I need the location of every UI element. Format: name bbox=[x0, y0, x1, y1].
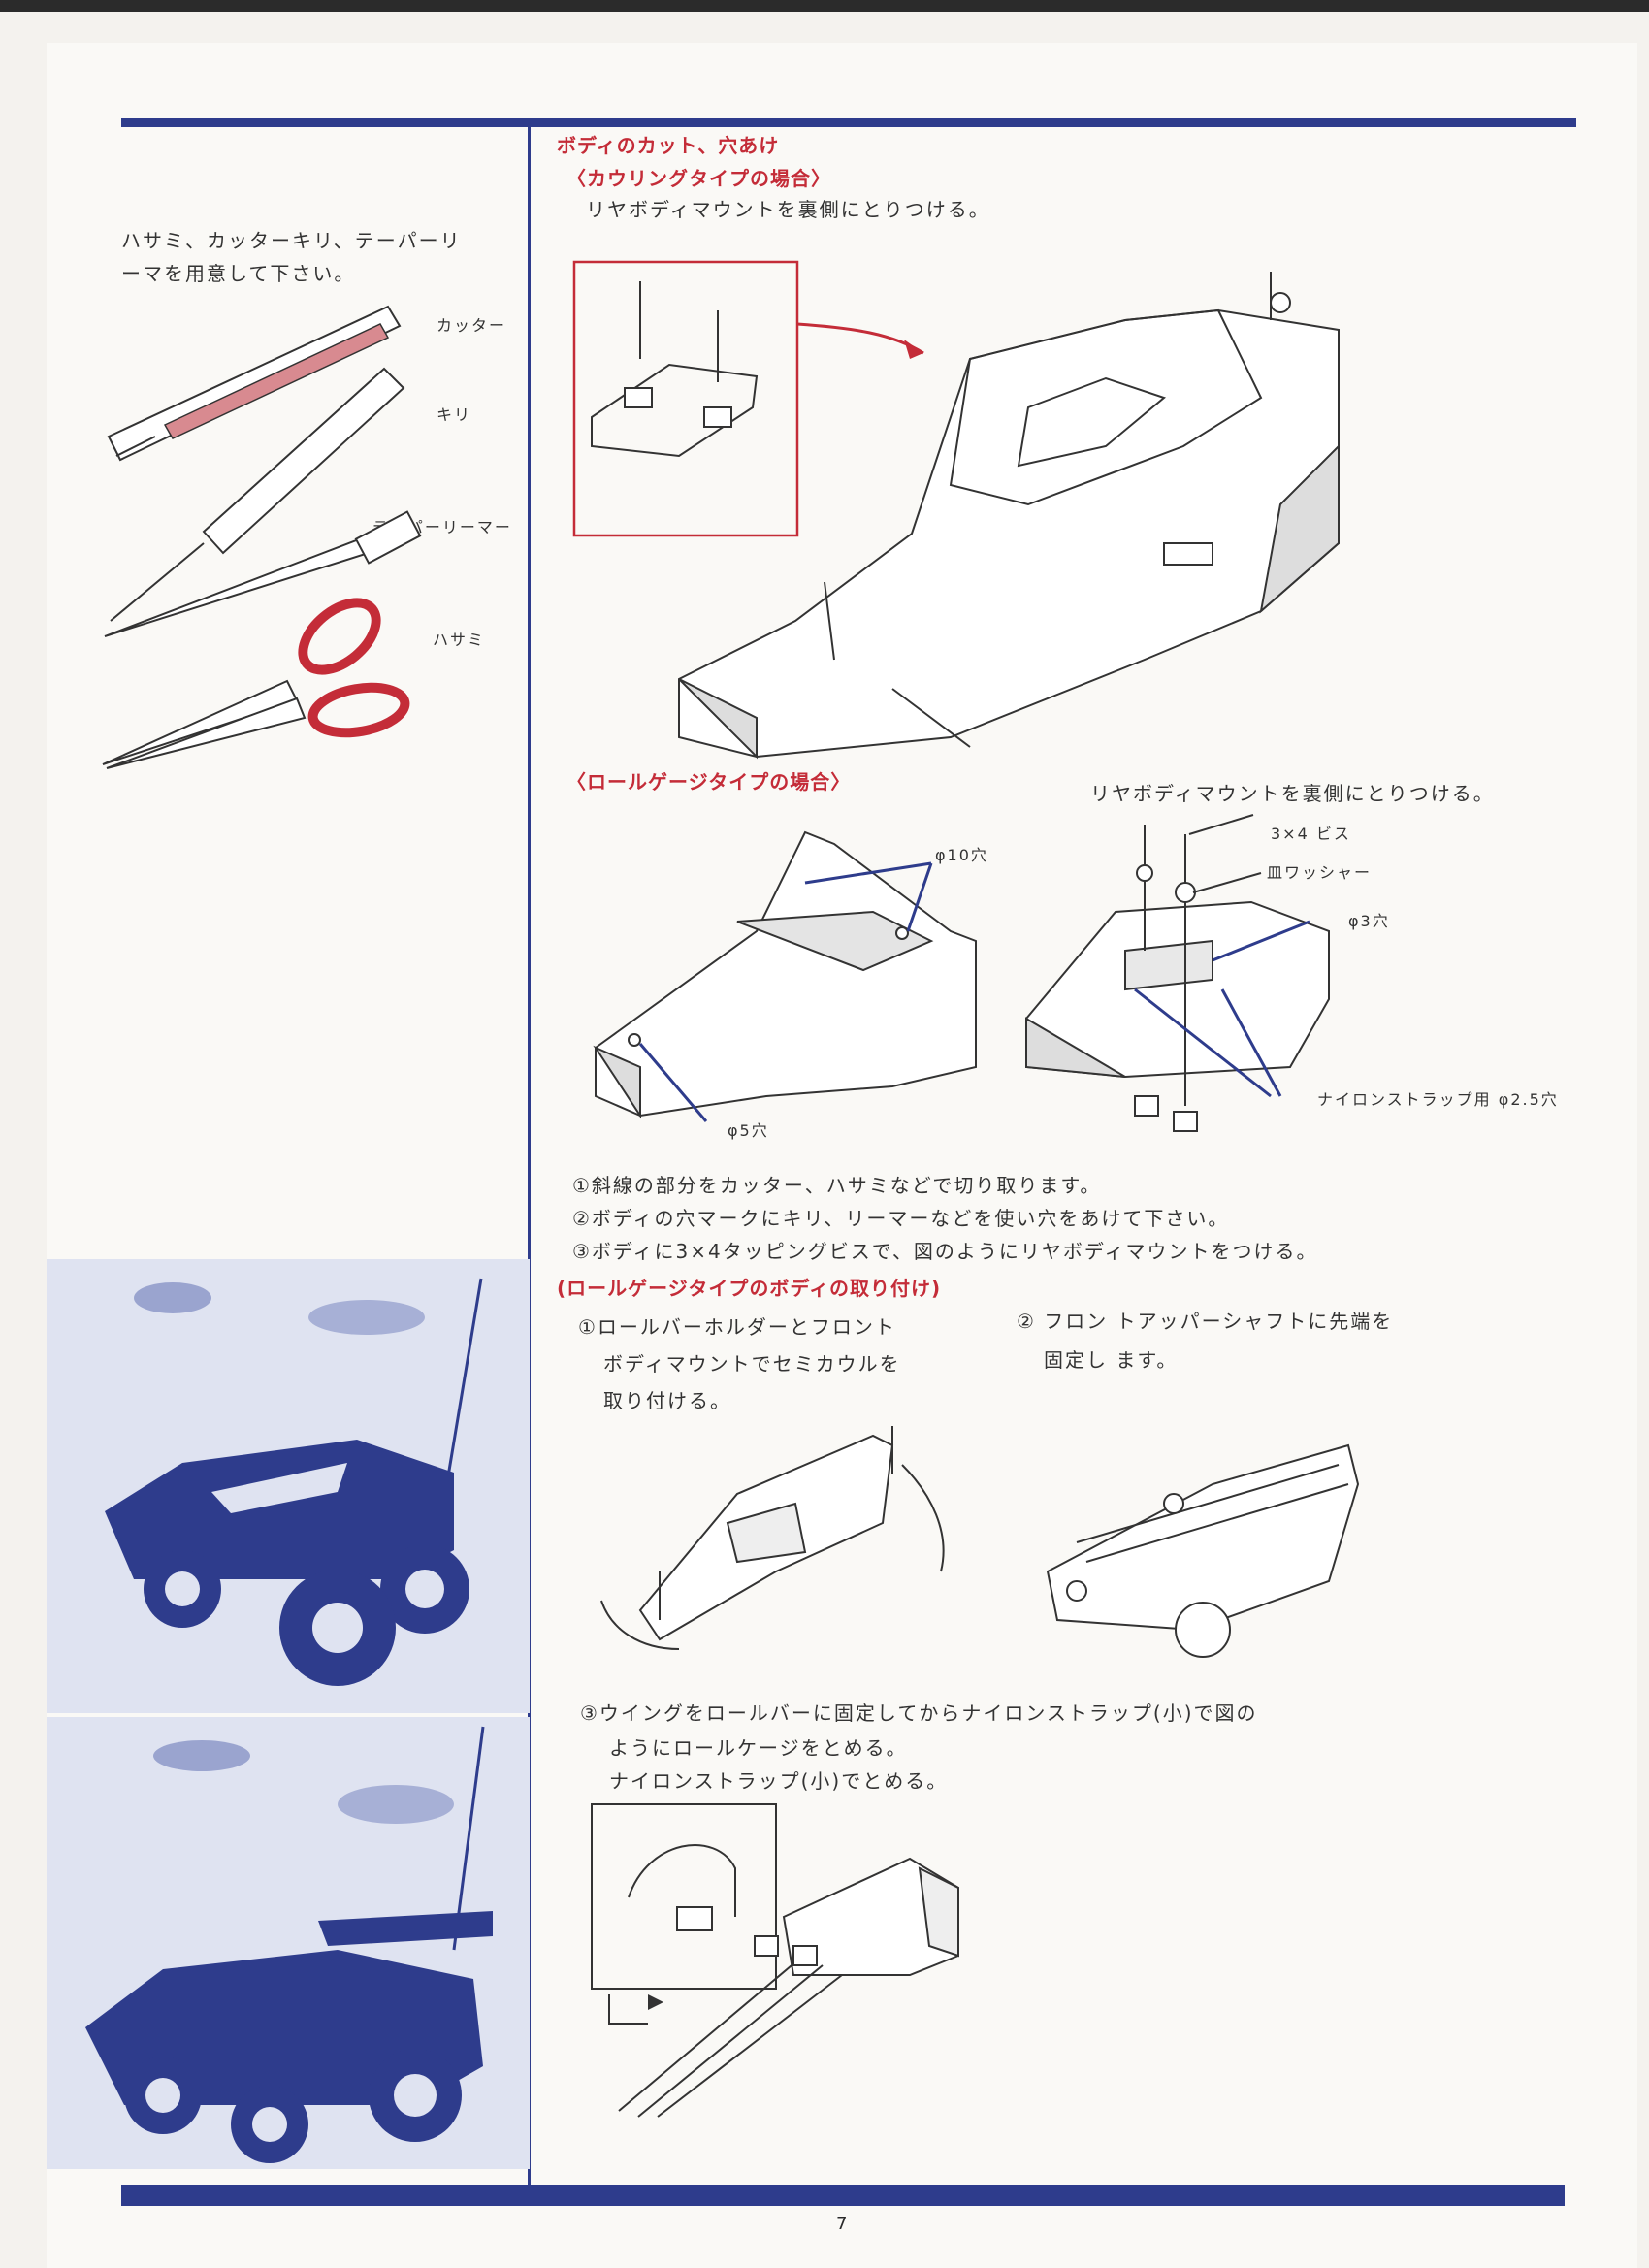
buggy-photo-1 bbox=[47, 1259, 530, 1713]
strap-hole-label: ナイロンストラップ用 φ2.5穴 bbox=[1317, 1090, 1559, 1109]
step-2: ②ボディの穴マークにキリ、リーマーなどを使い穴をあけて下さい。 bbox=[572, 1207, 1230, 1230]
attach-step2-line2: 固定し ます。 bbox=[1044, 1348, 1179, 1372]
buggy-photo-2 bbox=[47, 1717, 530, 2169]
hole-3-label: φ3穴 bbox=[1348, 912, 1390, 930]
screw-label: 3×4 ビス bbox=[1271, 825, 1351, 843]
rollcage-heading: 〈ロールゲージタイプの場合〉 bbox=[566, 770, 852, 794]
awl-label: キリ bbox=[436, 405, 472, 424]
cowling-body-diagram bbox=[572, 260, 1340, 760]
tools-illustration bbox=[102, 305, 422, 769]
cowling-heading: 〈カウリングタイプの場合〉 bbox=[566, 167, 831, 190]
scissors-label: ハサミ bbox=[433, 631, 486, 649]
front-upper-shaft-diagram bbox=[1046, 1443, 1360, 1658]
hole-10-label: φ10穴 bbox=[935, 846, 988, 864]
intro-text-line2: ーマを用意して下さい。 bbox=[121, 262, 356, 285]
semi-cowl-attach-diagram bbox=[600, 1426, 945, 1650]
hole-5-label: φ5穴 bbox=[728, 1121, 769, 1140]
attach-step2-line1: ② フロン トアッパーシャフトに先端を bbox=[1017, 1310, 1394, 1333]
scan-edge bbox=[0, 0, 1649, 12]
step-1: ①斜線の部分をカッター、ハサミなどで切り取ります。 bbox=[572, 1174, 1102, 1197]
attach-step1-line3: 取り付ける。 bbox=[603, 1389, 731, 1412]
rollcage-instruction: リヤボディマウントを裏側にとりつける。 bbox=[1090, 782, 1495, 805]
rollcage-front-body-diagram bbox=[593, 830, 977, 1122]
cutter-label: カッター bbox=[436, 316, 507, 335]
attach-step1-line2: ボディマウントでセミカウルを bbox=[603, 1352, 901, 1376]
section-title: ボディのカット、穴あけ bbox=[557, 134, 780, 157]
scissors-icon bbox=[102, 598, 410, 769]
intro-text-line1: ハサミ、カッターキリ、テーパーリ bbox=[121, 229, 462, 252]
awl-icon bbox=[110, 367, 405, 622]
attach-step1-line1: ①ロールバーホルダーとフロント bbox=[578, 1315, 896, 1339]
cutter-icon bbox=[107, 305, 402, 462]
reamer-icon bbox=[104, 510, 422, 637]
column-divider bbox=[528, 126, 531, 2185]
page-number: 7 bbox=[836, 2214, 848, 2234]
bottom-rule bbox=[121, 2185, 1565, 2206]
attach-step3-line1: ③ウイングをロールバーに固定してからナイロンストラップ(小)で図の bbox=[580, 1701, 1258, 1725]
attach-step3-line3: ナイロンストラップ(小)でとめる。 bbox=[609, 1769, 949, 1793]
washer-label: 皿ワッシャー bbox=[1267, 863, 1373, 882]
cowling-instruction: リヤボディマウントを裏側にとりつける。 bbox=[586, 198, 990, 221]
attach-heading: (ロールゲージタイプのボディの取り付け) bbox=[557, 1277, 942, 1300]
step-3: ③ボディに3×4タッピングビスで、図のようにリヤボディマウントをつける。 bbox=[572, 1240, 1318, 1263]
attach-step3-line2: ようにロールケージをとめる。 bbox=[609, 1736, 908, 1760]
wing-rollbar-diagram bbox=[591, 1803, 959, 2118]
rollcage-rear-mount-diagram bbox=[1025, 814, 1330, 1132]
top-rule bbox=[121, 118, 1576, 127]
